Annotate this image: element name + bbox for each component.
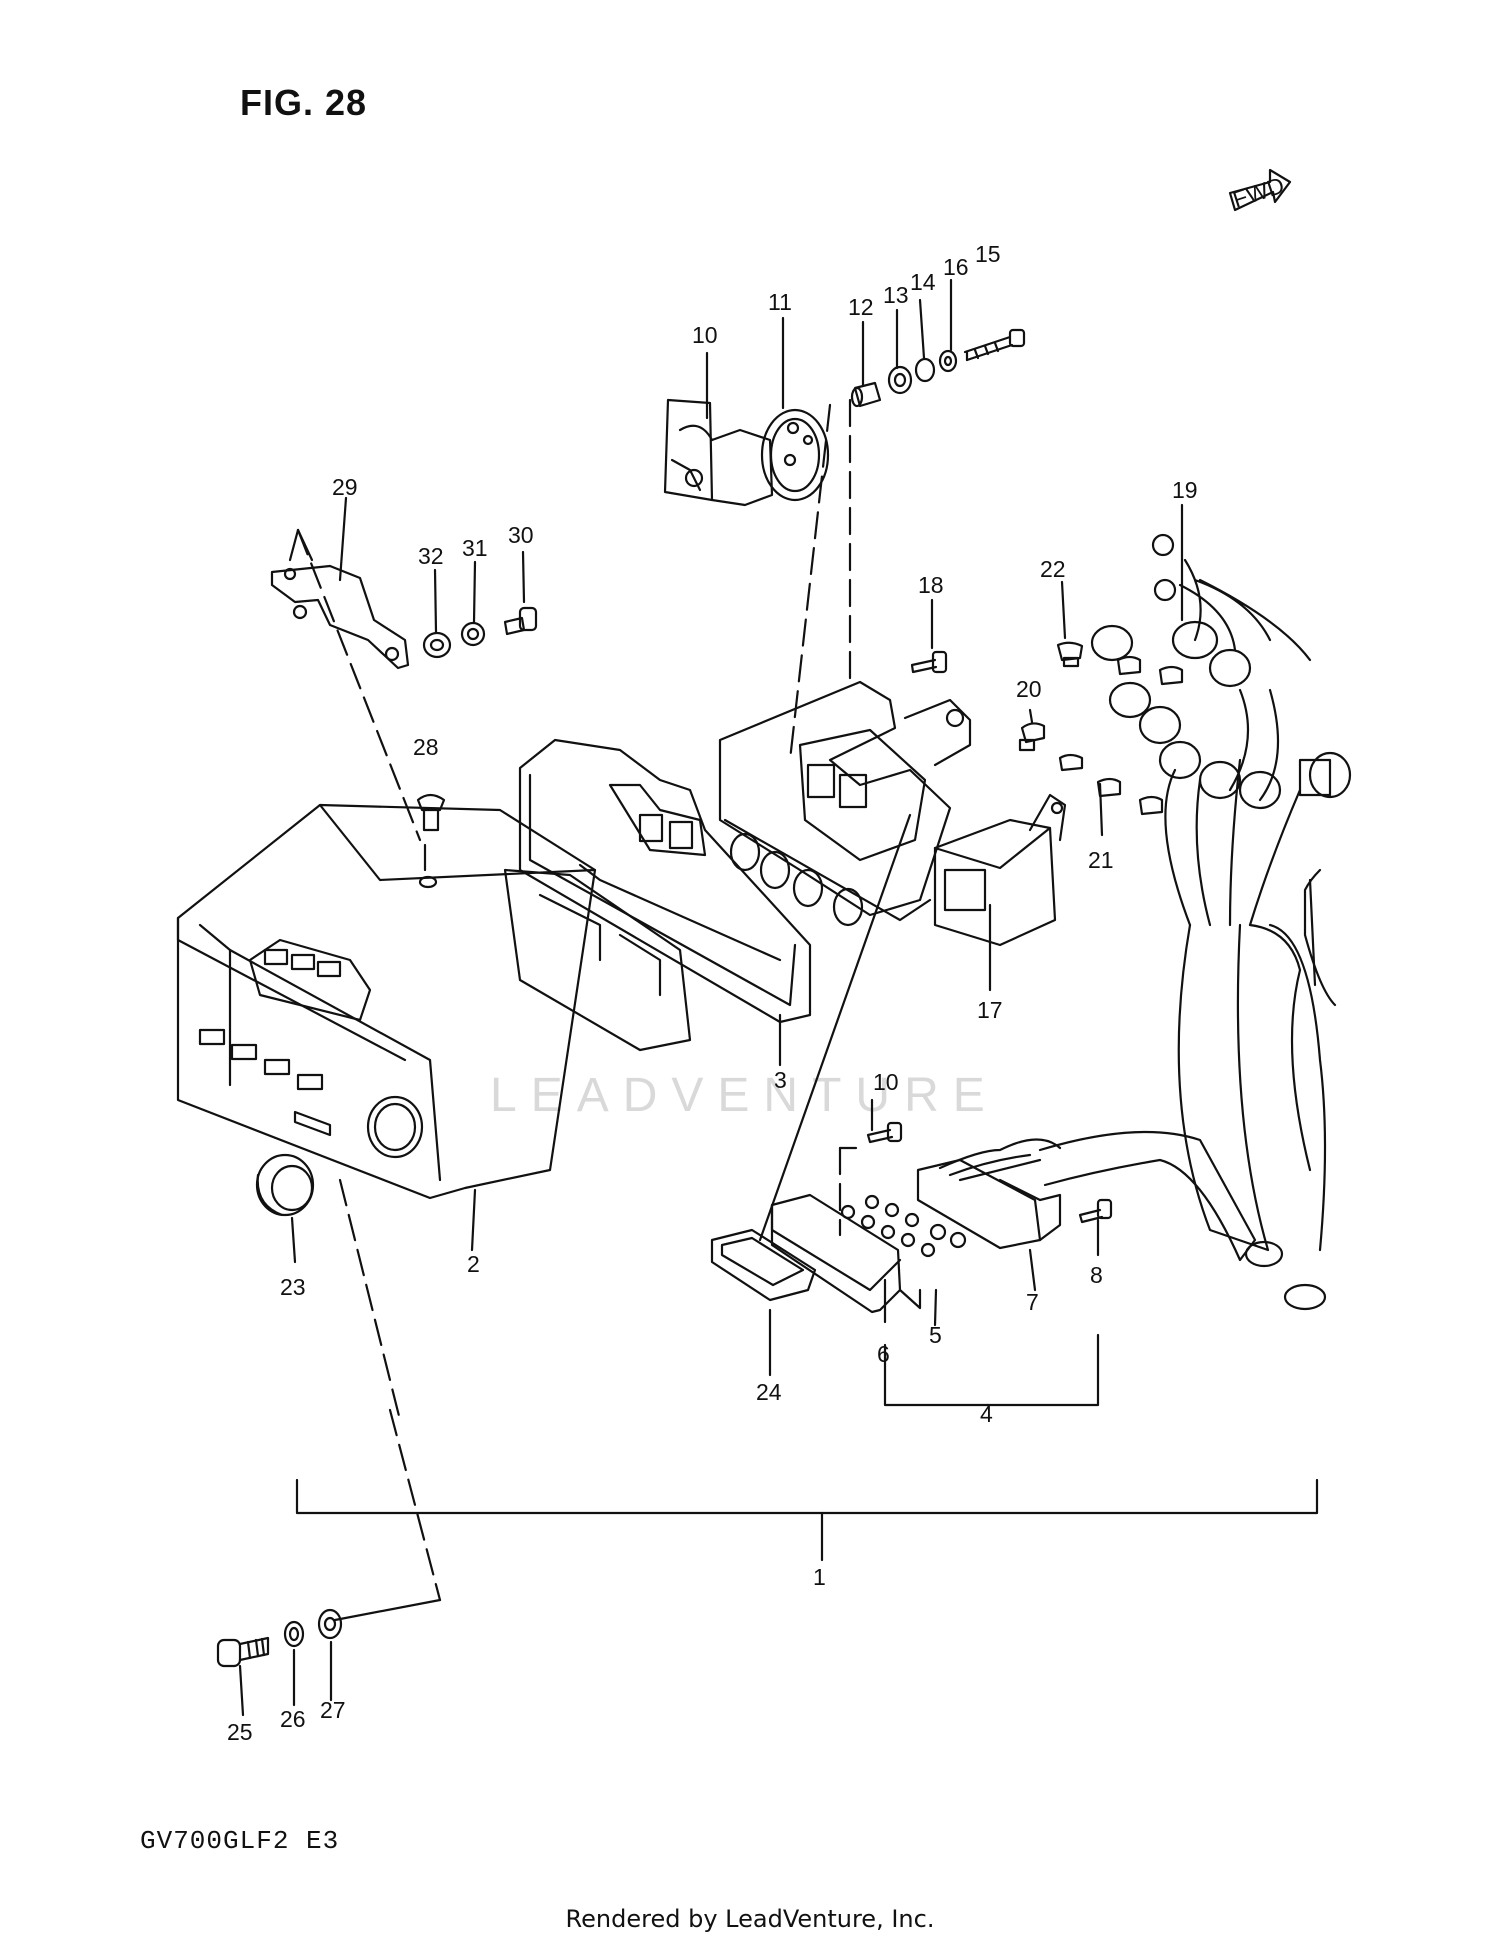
washers-30-32	[422, 606, 538, 659]
grommet-23	[255, 1153, 315, 1217]
bracket-29	[270, 564, 410, 670]
callout-10-lower: 10	[873, 1069, 899, 1095]
screw-18	[910, 650, 948, 674]
model-code: GV700GLF2 E3	[140, 1826, 340, 1856]
callout-1: 1	[813, 1564, 826, 1590]
indicator-assembly-4	[710, 1121, 1257, 1314]
callout-12: 12	[848, 294, 874, 320]
indicator-panel-3	[503, 738, 812, 1052]
callout-30: 30	[508, 522, 534, 548]
gauge-unit	[663, 398, 830, 507]
callout-24: 24	[756, 1379, 782, 1405]
callout-6: 6	[877, 1341, 890, 1367]
callout-4: 4	[980, 1401, 993, 1427]
callout-17: 17	[977, 997, 1003, 1023]
bulbs-20-22	[1018, 641, 1184, 816]
callout-7: 7	[1026, 1289, 1039, 1315]
render-credit: Rendered by LeadVenture, Inc.	[565, 1905, 935, 1933]
callout-23: 23	[280, 1274, 306, 1300]
callout-5: 5	[929, 1322, 942, 1348]
wiring-harness-19	[1090, 533, 1352, 1311]
screw-hardware-top	[850, 328, 1026, 408]
fwd-label: FWD	[1230, 172, 1288, 213]
callout-3: 3	[774, 1067, 787, 1093]
callout-15: 15	[975, 241, 1001, 267]
screw-washers-25-27	[216, 1608, 343, 1668]
callout-29: 29	[332, 474, 358, 500]
callout-2: 2	[467, 1251, 480, 1277]
watermark: LEADVENTURE	[490, 1069, 999, 1122]
callout-21: 21	[1088, 847, 1114, 873]
callout-28: 28	[413, 734, 439, 760]
callout-13: 13	[883, 282, 909, 308]
fwd-arrow-icon	[1228, 168, 1292, 212]
callout-27: 27	[320, 1697, 346, 1723]
housing-cover-2	[176, 803, 597, 1200]
leader-lines	[288, 528, 912, 1622]
callout-lines	[238, 278, 1319, 1717]
callout-16: 16	[943, 254, 969, 280]
figure-title: FIG. 28	[240, 82, 368, 123]
callout-20: 20	[1016, 676, 1042, 702]
callout-18: 18	[918, 572, 944, 598]
callout-25: 25	[227, 1719, 253, 1745]
callout-22: 22	[1040, 556, 1066, 582]
callout-26: 26	[280, 1706, 306, 1732]
callout-11: 11	[768, 289, 792, 315]
light-socket-base	[718, 680, 1067, 947]
callout-32: 32	[418, 543, 444, 569]
callout-31: 31	[462, 535, 488, 561]
leader-lines-dashed	[296, 398, 852, 1602]
callout-10-top: 10	[692, 322, 718, 348]
callout-8: 8	[1090, 1262, 1103, 1288]
callout-19: 19	[1172, 477, 1198, 503]
callout-14: 14	[910, 269, 936, 295]
